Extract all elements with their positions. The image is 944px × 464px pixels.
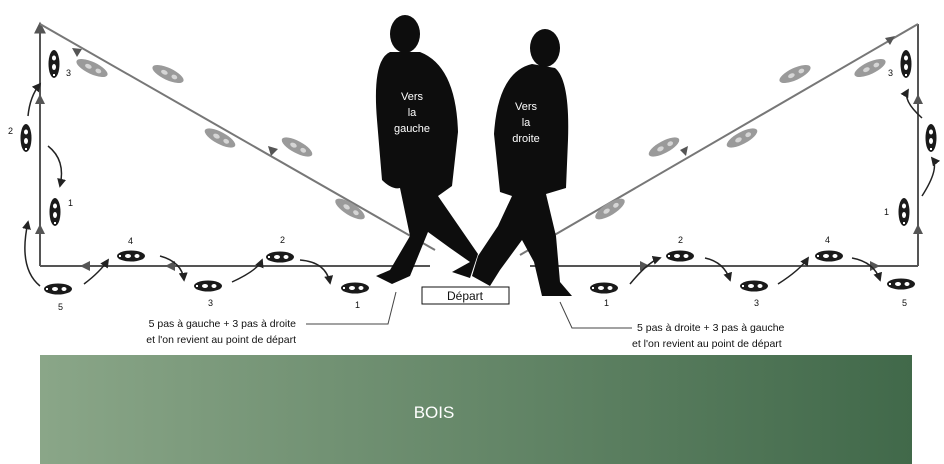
step-number: 1 xyxy=(355,300,360,310)
right-step-footprints xyxy=(590,50,937,294)
dark-footprint xyxy=(899,198,910,226)
left-caption-leader xyxy=(306,292,396,324)
step-number: 2 xyxy=(678,235,683,245)
curve-arrow xyxy=(232,260,262,282)
grey-footprint xyxy=(74,55,110,80)
curve-arrow xyxy=(778,258,808,284)
step-number: 5 xyxy=(902,298,907,308)
step-number: 4 xyxy=(825,235,830,245)
dark-footprint xyxy=(194,281,222,292)
right-figure-label-line3: droite xyxy=(512,133,540,145)
right-figure-label-line1: Vers xyxy=(515,101,538,113)
dark-footprint xyxy=(740,281,768,292)
left-path xyxy=(35,24,435,271)
left-figure-label-line1: Vers xyxy=(401,91,424,103)
arrow-head xyxy=(885,36,895,45)
step-number: 3 xyxy=(208,298,213,308)
curve-arrow xyxy=(922,158,934,196)
left-caption-line1: 5 pas à gauche + 3 pas à droite xyxy=(149,318,297,330)
arrow-head xyxy=(913,94,923,104)
dark-footprint xyxy=(926,124,937,152)
dark-footprint xyxy=(590,283,618,294)
start-box: Départ xyxy=(422,287,509,304)
right-diagonal-footprints xyxy=(592,55,888,223)
step-number: 2 xyxy=(8,126,13,136)
dark-footprint xyxy=(341,283,369,294)
step-number: 3 xyxy=(888,68,893,78)
grey-footprint xyxy=(279,134,315,161)
dark-footprint xyxy=(266,252,294,263)
left-figure-label-line3: gauche xyxy=(394,123,430,135)
woods-area: BOIS xyxy=(40,355,912,464)
left-caption: 5 pas à gauche + 3 pas à droite et l'on … xyxy=(146,318,296,346)
arrow-head xyxy=(80,261,90,271)
right-caption: 5 pas à droite + 3 pas à gauche et l'on … xyxy=(632,322,785,350)
arrow-head xyxy=(913,224,923,234)
dark-footprint xyxy=(21,124,32,152)
step-number: 1 xyxy=(884,207,889,217)
arrow-head xyxy=(72,48,82,57)
curve-arrow xyxy=(705,258,730,280)
dark-footprint xyxy=(117,251,145,262)
curve-arrow xyxy=(852,258,880,280)
dark-footprint xyxy=(44,284,72,295)
arrow-head xyxy=(35,94,45,104)
step-number: 3 xyxy=(66,68,71,78)
right-step-numbers: 1 2 3 4 5 1 3 xyxy=(604,68,907,308)
curve-arrow xyxy=(300,260,330,283)
curve-arrow xyxy=(630,258,660,284)
left-caption-line2: et l'on revient au point de départ xyxy=(146,334,296,346)
step-number: 5 xyxy=(58,302,63,312)
dark-footprint xyxy=(50,198,61,226)
step-number: 4 xyxy=(128,236,133,246)
left-diagonal-path xyxy=(40,24,435,250)
left-diagonal-footprints xyxy=(74,55,368,223)
grey-footprint xyxy=(724,125,760,152)
step-number: 1 xyxy=(68,198,73,208)
right-caption-line1: 5 pas à droite + 3 pas à gauche xyxy=(637,322,785,334)
step-number: 1 xyxy=(604,298,609,308)
right-path xyxy=(520,24,923,271)
grey-footprint xyxy=(646,134,682,161)
grey-footprint xyxy=(150,61,186,86)
left-figure-label-line2: la xyxy=(408,107,417,119)
right-dancer-silhouette: Vers la droite xyxy=(472,29,572,296)
right-diagonal-path xyxy=(520,24,918,255)
start-label: Départ xyxy=(447,289,484,303)
curve-arrow xyxy=(48,146,62,186)
woods-label: BOIS xyxy=(414,403,455,422)
woods-rect xyxy=(40,355,912,464)
dark-footprint xyxy=(815,251,843,262)
step-number: 2 xyxy=(280,235,285,245)
dark-footprint xyxy=(49,50,60,78)
arrow-head xyxy=(640,261,650,271)
arrow-head xyxy=(680,146,688,156)
arrow-head xyxy=(35,224,45,234)
right-figure-label-line2: la xyxy=(522,117,531,129)
left-step-numbers: 1 3 4 5 1 2 3 2 xyxy=(8,68,360,312)
grey-footprint xyxy=(202,125,238,152)
left-step-footprints xyxy=(21,50,370,295)
step-number: 3 xyxy=(754,298,759,308)
dark-footprint xyxy=(901,50,912,78)
dark-footprint xyxy=(666,251,694,262)
right-caption-line2: et l'on revient au point de départ xyxy=(632,338,782,350)
right-caption-leader xyxy=(560,302,632,328)
dark-footprint xyxy=(887,279,915,290)
grey-footprint xyxy=(777,61,813,86)
left-dancer-silhouette: Vers la gauche xyxy=(376,15,478,284)
